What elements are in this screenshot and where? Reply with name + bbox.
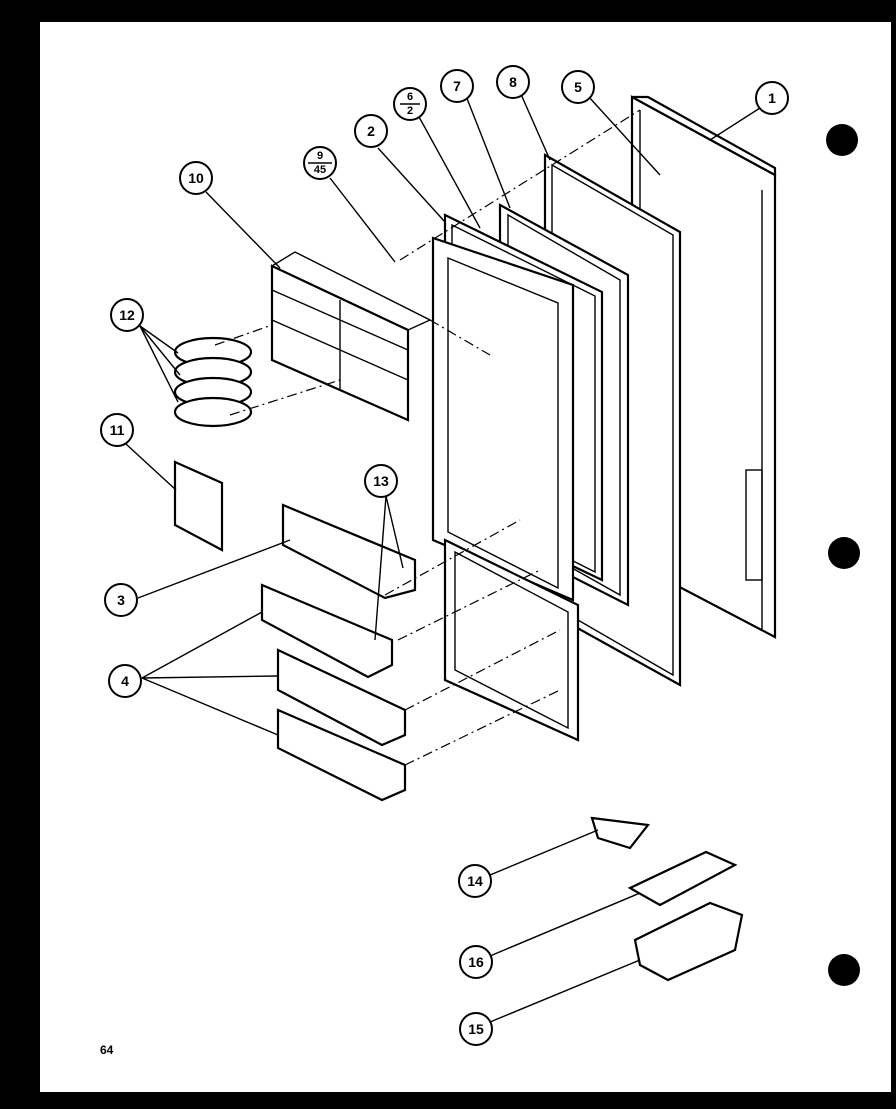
small-panel bbox=[173, 460, 224, 552]
callout-1: 1 bbox=[755, 81, 789, 115]
callout-4: 4 bbox=[108, 664, 142, 698]
callout-5: 5 bbox=[561, 70, 595, 104]
shelf-rack bbox=[270, 251, 432, 422]
callout-13: 13 bbox=[364, 464, 398, 498]
callout-label-16: 16 bbox=[468, 954, 484, 970]
callout-label-8: 8 bbox=[509, 74, 517, 90]
small-tray bbox=[590, 816, 651, 850]
callout-label-5: 5 bbox=[574, 79, 582, 95]
callout-label-9-bottom: 45 bbox=[314, 164, 326, 176]
door-bin-a bbox=[260, 583, 394, 679]
callout-label-11: 11 bbox=[110, 422, 125, 438]
callout-12: 12 bbox=[110, 298, 144, 332]
callout-9-45: 9 45 bbox=[303, 146, 337, 180]
callout-6-2: 6 2 bbox=[393, 87, 427, 121]
door-bin-b bbox=[276, 648, 407, 747]
binder-hole-bottom bbox=[828, 954, 860, 986]
door-bin-c bbox=[276, 708, 407, 802]
callout-10: 10 bbox=[179, 161, 213, 195]
callout-label-3: 3 bbox=[117, 592, 125, 608]
callout-label-7: 7 bbox=[453, 78, 461, 94]
lower-liner bbox=[443, 538, 580, 742]
callout-16: 16 bbox=[459, 945, 493, 979]
callout-label-15: 15 bbox=[468, 1021, 484, 1037]
callout-label-4: 4 bbox=[121, 673, 129, 689]
callout-label-6-top: 6 bbox=[407, 91, 413, 103]
callout-15: 15 bbox=[459, 1012, 493, 1046]
upper-door-bin bbox=[281, 503, 417, 600]
binder-hole-middle bbox=[828, 537, 860, 569]
storage-bin bbox=[633, 901, 744, 982]
callout-label-2: 2 bbox=[367, 123, 375, 139]
binder-hole-top bbox=[826, 124, 858, 156]
callout-label-12: 12 bbox=[119, 307, 135, 323]
stacked-trays bbox=[173, 336, 253, 428]
callout-11: 11 bbox=[100, 413, 134, 447]
callout-8: 8 bbox=[496, 65, 530, 99]
callout-2: 2 bbox=[354, 114, 388, 148]
alignment-lines bbox=[214, 109, 641, 766]
bin-lid bbox=[627, 850, 738, 907]
callout-label-1: 1 bbox=[768, 90, 776, 106]
shelf-frame bbox=[431, 236, 575, 602]
callout-label-6-bottom: 2 bbox=[407, 105, 413, 117]
callout-label-14: 14 bbox=[467, 873, 483, 889]
callout-label-10: 10 bbox=[188, 170, 204, 186]
page-number: 64 bbox=[100, 1043, 114, 1057]
callout-14: 14 bbox=[458, 864, 492, 898]
callout-label-13: 13 bbox=[373, 473, 389, 489]
callout-3: 3 bbox=[104, 583, 138, 617]
callout-7: 7 bbox=[440, 69, 474, 103]
callout-label-9-top: 9 bbox=[317, 150, 323, 162]
leader-lines bbox=[125, 91, 761, 1023]
